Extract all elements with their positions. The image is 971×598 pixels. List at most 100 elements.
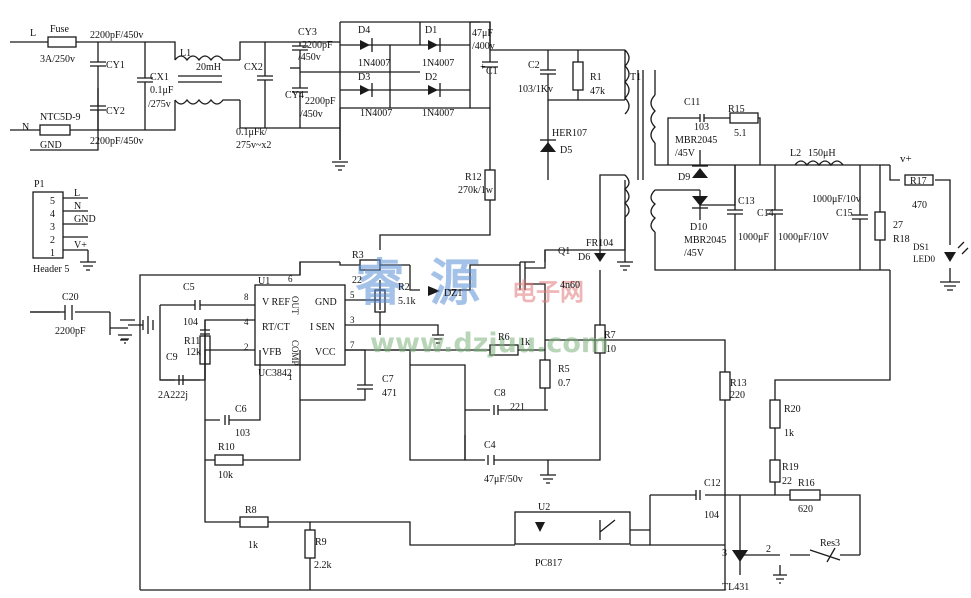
label-r19: R19 [782, 462, 799, 473]
label-d3: D3 [358, 72, 370, 83]
label-r5-val: 0.7 [558, 378, 571, 389]
label-d4-val: 1N4007 [358, 58, 390, 69]
label-cx2-val1: 0.1μFk/ [236, 127, 267, 138]
label-c1: C1 [486, 66, 498, 77]
header-pin-2: 2 [50, 235, 55, 246]
label-r16-val: 620 [798, 504, 813, 515]
d4-symbol [360, 40, 370, 50]
label-d1-val: 1N4007 [422, 58, 454, 69]
label-r9: R9 [315, 537, 327, 548]
label-cy4-val2: /450v [300, 109, 323, 120]
tl431-symbol [732, 550, 748, 562]
label-d2-val: 1N4007 [422, 108, 454, 119]
r15-body [729, 112, 759, 124]
label-L: L [30, 28, 36, 39]
diodes [360, 38, 969, 563]
header-label-GND: GND [74, 214, 96, 225]
label-vplus: v+ [900, 153, 912, 165]
label-p1: P1 [34, 179, 45, 190]
label-cy2: CY2 [106, 106, 125, 117]
label-tl431: TL431 [722, 582, 749, 593]
pin-comp: COMP [290, 340, 300, 366]
label-c13-val: 1000μF [738, 232, 769, 243]
label-c4: C4 [484, 440, 496, 451]
label-r3-val: 22 [352, 275, 362, 286]
label-ds1: DS1 [913, 242, 929, 252]
d3-symbol [360, 85, 370, 95]
label-N: N [22, 122, 29, 133]
label-r8: R8 [245, 505, 257, 516]
label-d4: D4 [358, 25, 370, 36]
label-r5: R5 [558, 364, 570, 375]
label-d6-val: FR104 [586, 238, 613, 249]
led-symbol [944, 252, 956, 262]
label-c1-plus: + [480, 62, 486, 73]
watermark: 睿 源 电子网 www.dzjuu.com [355, 254, 609, 359]
label-c12: C12 [704, 478, 721, 489]
label-d9-val2: /45V [675, 148, 696, 159]
label-d3-val: 1N4007 [360, 108, 392, 119]
label-c5-val: 104 [183, 317, 198, 328]
label-r16: R16 [798, 478, 815, 489]
header-pin-4: 4 [50, 209, 55, 220]
label-c11-val: 103 [694, 122, 709, 133]
pin-1: 1 [288, 372, 293, 382]
label-fuse-val: 3A/250v [40, 54, 75, 65]
label-r2: R2 [398, 282, 410, 293]
r8-body [239, 516, 269, 528]
pin-vfb: VFB [262, 347, 282, 358]
r13-body [719, 371, 731, 401]
label-r17: R17 [910, 176, 927, 187]
label-r13: R13 [730, 378, 747, 389]
label-c20-val: 2200pF [55, 326, 86, 337]
label-r3: R3 [352, 250, 364, 261]
pin-vref: V REF [262, 297, 290, 308]
label-cy-top: 2200pF/450v [90, 30, 143, 41]
label-c9-val: 2A222j [158, 390, 188, 401]
label-l2-val: 150μH [808, 148, 836, 159]
label-r18-val: 27 [893, 220, 903, 231]
wires [10, 21, 960, 591]
label-d10: D10 [690, 222, 707, 233]
label-r12-val: 270k/1w [458, 185, 494, 196]
fuse-symbol [47, 36, 77, 48]
d10-symbol [692, 196, 708, 206]
ntc-symbol [39, 124, 71, 136]
pin-gnd: GND [315, 297, 337, 308]
label-cy3-val2: /450v [298, 52, 321, 63]
uc3842-box [254, 284, 346, 366]
label-r2-val: 5.1k [398, 296, 416, 307]
pin-7: 7 [350, 340, 355, 350]
label-d9-val1: MBR2045 [675, 135, 717, 146]
label-d2: D2 [425, 72, 437, 83]
label-c14: C14 [757, 208, 774, 219]
label-l1: L1 [180, 48, 191, 59]
label-r20: R20 [784, 404, 801, 415]
label-r19-val: 22 [782, 476, 792, 487]
label-dz1: DZ1 [444, 288, 462, 299]
header-pin-1: 1 [50, 248, 55, 259]
header-pin-5: 5 [50, 196, 55, 207]
d6-symbol [594, 253, 606, 262]
pin-out: OUT [290, 296, 300, 315]
label-cy1: CY1 [106, 60, 125, 71]
r3-body [359, 259, 381, 271]
label-r13-val: 220 [730, 390, 745, 401]
label-r7: R7 [604, 330, 616, 341]
d1-symbol [428, 40, 438, 50]
header-label-L: L [74, 188, 80, 199]
label-d5: D5 [560, 145, 572, 156]
label-d6: D6 [578, 252, 590, 263]
label-tl431-pin2: 2 [766, 544, 771, 555]
header-label-V: V+ [74, 240, 87, 251]
label-cy4-val1: 2200pF [305, 96, 336, 107]
r5-body [539, 359, 551, 389]
pin-rtct: RT/CT [262, 322, 290, 333]
dz1-symbol [428, 286, 440, 296]
label-c8-val: 221 [510, 402, 525, 413]
label-r7-val: 10 [606, 344, 616, 355]
pin-8: 8 [244, 292, 249, 302]
label-r10: R10 [218, 442, 235, 453]
label-GND: GND [40, 140, 62, 151]
